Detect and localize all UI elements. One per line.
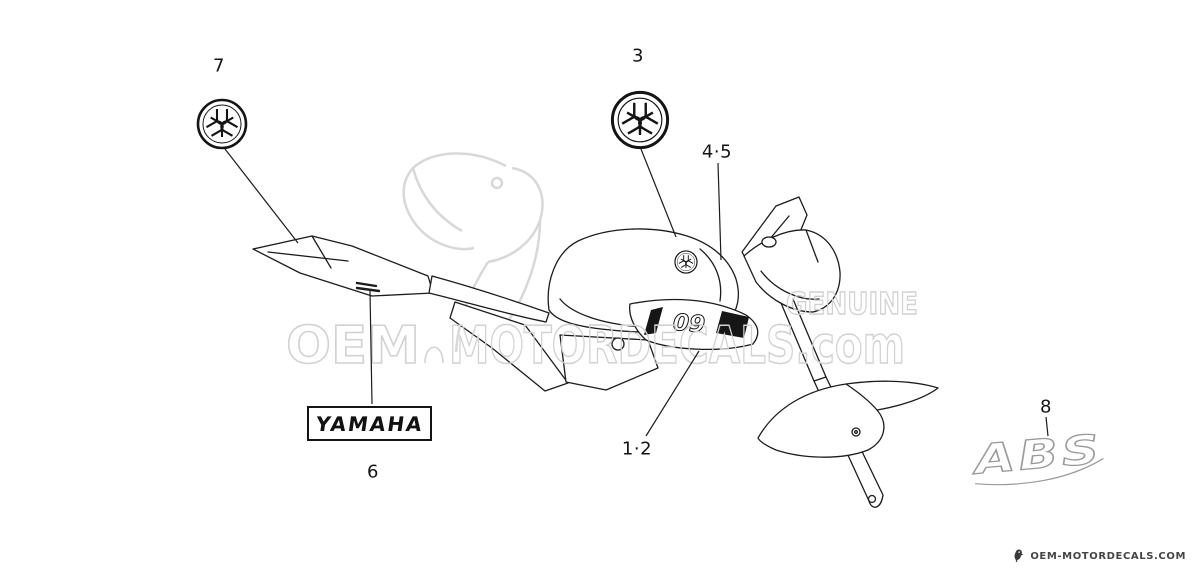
yamaha-emblem-3-icon (610, 90, 670, 150)
footer-site-text: OEM-MOTORDECALS.COM (1030, 550, 1186, 562)
watermark-text: OEM MOTORDECALS.com GENUINE (285, 286, 919, 377)
fork-upper (780, 302, 815, 382)
leader-line-1-2 (645, 350, 700, 437)
leader-line-8 (1045, 416, 1049, 437)
leader-lines (224, 148, 1049, 437)
front-cowl (743, 229, 841, 313)
leader-line-7 (224, 148, 299, 244)
leader-line-4-5 (717, 162, 722, 261)
tail-mini-decal (355, 281, 381, 293)
footer-brand: OEM-MOTORDECALS.COM (1012, 548, 1186, 564)
callout-label-4-5: 4·5 (701, 141, 733, 163)
watermark-genuine: GENUINE (786, 287, 918, 322)
abs-decal: ABS (969, 426, 1105, 486)
footer-mascot-icon (1014, 549, 1025, 562)
seat (428, 275, 550, 323)
lower-bracket (559, 334, 659, 391)
side-number-decal: 09 (644, 307, 749, 339)
watermark-oem: OEM (286, 316, 420, 376)
abs-decal-text: ABS (969, 427, 1104, 484)
callout-label-7: 7 (213, 55, 225, 77)
yamaha-emblem-7-icon (196, 98, 248, 150)
callout-label-8: 8 (1040, 396, 1052, 418)
yamaha-wordmark-decal: YAMAHA (307, 406, 432, 441)
watermark-motordecals: MOTORDECALS.com (449, 316, 905, 376)
front-fender (757, 380, 939, 458)
motorcycle-line-art (252, 196, 939, 508)
tail-cowl (252, 235, 434, 297)
callout-label-6: 6 (367, 461, 379, 483)
mid-side-cover (449, 301, 569, 392)
bracket-hole (611, 337, 625, 351)
leader-line-3 (640, 148, 677, 238)
callout-label-1-2: 1·2 (621, 438, 653, 460)
leader-line-6 (369, 290, 373, 405)
watermark-arch (424, 346, 444, 364)
callout-label-3: 3 (632, 45, 644, 67)
side-number-text: 09 (672, 310, 706, 338)
yamaha-wordmark-text: YAMAHA (313, 411, 426, 436)
yamaha-emblem-tank-icon (674, 250, 698, 274)
